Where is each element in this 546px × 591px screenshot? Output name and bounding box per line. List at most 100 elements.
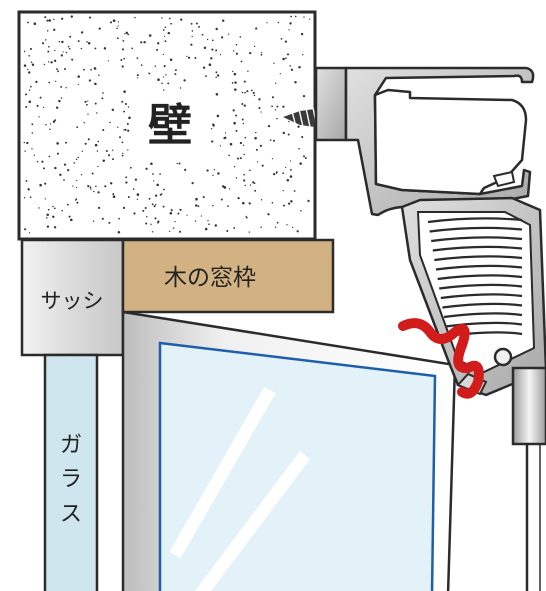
stipple-dot bbox=[235, 43, 238, 46]
stipple-dot bbox=[123, 110, 126, 113]
stipple-dot bbox=[50, 61, 53, 64]
stipple-dot bbox=[159, 173, 161, 175]
stipple-dot bbox=[53, 18, 55, 21]
stipple-dot bbox=[164, 26, 167, 29]
stipple-dot bbox=[95, 185, 97, 188]
stipple-dot bbox=[154, 65, 157, 67]
stipple-dot bbox=[266, 22, 268, 24]
stipple-dot bbox=[239, 141, 243, 145]
stipple-dot bbox=[271, 202, 274, 204]
stipple-dot bbox=[215, 27, 218, 31]
stipple-dot bbox=[111, 108, 115, 112]
stipple-dot bbox=[134, 16, 136, 19]
wall-label: 壁 bbox=[148, 100, 192, 151]
glass-label-1: ガ bbox=[60, 433, 82, 458]
stipple-dot bbox=[302, 54, 304, 56]
stipple-dot bbox=[254, 189, 257, 192]
stipple-dot bbox=[60, 54, 63, 57]
stipple-dot bbox=[122, 206, 126, 210]
stipple-dot bbox=[233, 72, 237, 76]
stipple-dot bbox=[116, 27, 118, 30]
stipple-dot bbox=[298, 147, 300, 150]
stipple-dot bbox=[271, 96, 274, 99]
stipple-dot bbox=[103, 47, 107, 50]
stipple-dot bbox=[112, 193, 115, 196]
stipple-dot bbox=[195, 197, 198, 201]
stipple-dot bbox=[76, 179, 78, 182]
stipple-dot bbox=[93, 190, 95, 193]
stipple-dot bbox=[23, 50, 26, 53]
stipple-dot bbox=[61, 209, 63, 212]
stipple-dot bbox=[215, 93, 219, 96]
stipple-dot bbox=[56, 152, 59, 155]
stipple-dot bbox=[125, 176, 128, 179]
stipple-dot bbox=[231, 82, 234, 84]
stipple-dot bbox=[183, 79, 186, 82]
stipple-dot bbox=[244, 136, 247, 139]
stipple-dot bbox=[162, 205, 165, 208]
stipple-dot bbox=[211, 140, 214, 143]
stipple-dot bbox=[143, 40, 146, 44]
stipple-dot bbox=[247, 70, 249, 72]
stipple-dot bbox=[240, 60, 243, 63]
stipple-dot bbox=[156, 183, 159, 187]
stipple-dot bbox=[186, 214, 188, 216]
stipple-dot bbox=[157, 221, 159, 224]
stipple-dot bbox=[252, 181, 255, 184]
stipple-dot bbox=[87, 100, 89, 102]
stipple-dot bbox=[221, 185, 225, 188]
stipple-dot bbox=[76, 126, 79, 128]
spring-coil bbox=[440, 293, 523, 300]
stipple-dot bbox=[294, 80, 297, 84]
stipple-dot bbox=[35, 80, 38, 84]
stipple-dot bbox=[49, 123, 52, 125]
stipple-dot bbox=[117, 230, 121, 234]
stipple-dot bbox=[276, 105, 279, 108]
stipple-dot bbox=[107, 154, 111, 157]
stipple-dot bbox=[190, 22, 193, 25]
stipple-dot bbox=[237, 196, 240, 200]
stipple-dot bbox=[287, 202, 291, 205]
stipple-dot bbox=[271, 105, 273, 108]
stipple-dot bbox=[46, 30, 49, 32]
stipple-dot bbox=[187, 56, 191, 59]
stipple-dot bbox=[273, 139, 275, 142]
stipple-dot bbox=[169, 212, 173, 215]
stipple-dot bbox=[124, 128, 127, 131]
glass-label-3: ス bbox=[60, 502, 82, 527]
stipple-dot bbox=[260, 52, 263, 54]
stipple-dot bbox=[38, 207, 40, 209]
stipple-dot bbox=[178, 162, 181, 165]
spring-arm bbox=[400, 196, 546, 397]
stipple-dot bbox=[164, 40, 167, 43]
stipple-dot bbox=[45, 123, 47, 126]
stipple-dot bbox=[151, 231, 154, 233]
stipple-dot bbox=[170, 209, 173, 212]
stipple-dot bbox=[153, 205, 156, 208]
stipple-dot bbox=[87, 113, 89, 115]
stipple-dot bbox=[154, 194, 158, 197]
stipple-dot bbox=[163, 89, 165, 91]
stipple-dot bbox=[148, 34, 152, 37]
stipple-dot bbox=[117, 25, 119, 27]
wall-texture bbox=[23, 15, 311, 234]
stipple-dot bbox=[273, 62, 275, 64]
stipple-dot bbox=[208, 223, 210, 226]
stipple-dot bbox=[36, 160, 39, 163]
stipple-dot bbox=[102, 159, 106, 162]
stipple-dot bbox=[162, 29, 165, 31]
stipple-dot bbox=[282, 172, 285, 175]
stipple-dot bbox=[204, 227, 208, 231]
stipple-dot bbox=[215, 49, 218, 52]
stipple-dot bbox=[24, 228, 27, 231]
stipple-dot bbox=[144, 206, 147, 210]
stipple-dot bbox=[286, 53, 290, 56]
stipple-dot bbox=[61, 40, 64, 44]
stipple-dot bbox=[150, 162, 153, 165]
stipple-dot bbox=[44, 16, 47, 19]
stipple-dot bbox=[205, 75, 207, 78]
stipple-dot bbox=[55, 80, 57, 83]
stipple-dot bbox=[48, 45, 50, 48]
spring-coil bbox=[439, 283, 523, 290]
spring-coil bbox=[445, 321, 523, 328]
